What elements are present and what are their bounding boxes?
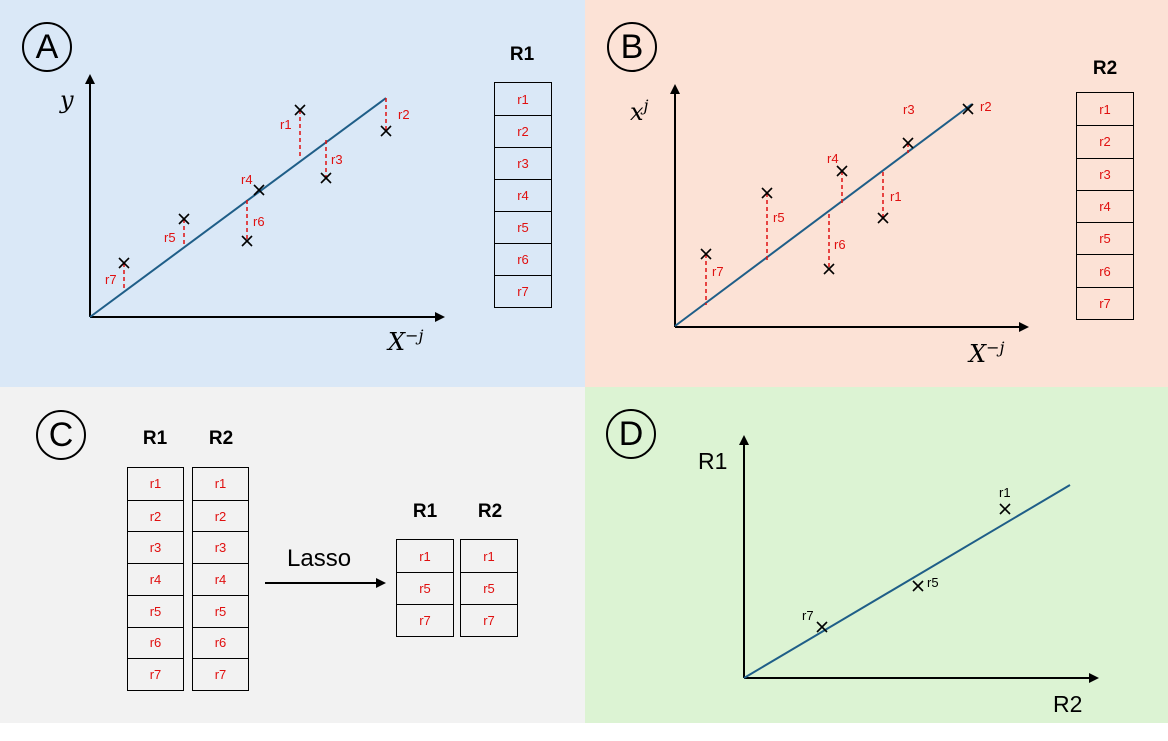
panel-c-left-r2-cell-r3: r3: [193, 531, 248, 563]
panel-c-left-r2-cell-r4: r4: [193, 563, 248, 595]
panel-a-table-cell-r6: r6: [495, 243, 551, 275]
panel-c-right-header-r2: R2: [477, 501, 503, 522]
panel-b-y-label-sup: j: [643, 96, 649, 115]
panel-c-left-r1-cell-r3: r3: [128, 531, 183, 563]
panel-c-left-r1-cell-r7: r7: [128, 658, 183, 690]
panel-a-x-label-base: X: [388, 328, 406, 356]
panel-d-y-label: R1: [698, 448, 728, 474]
panel-c-left-r1-cell-r1: r1: [149, 476, 162, 492]
panel-b-x-label-base: X: [969, 340, 987, 368]
panel-d-plot: [739, 435, 1099, 683]
panel-a-table-cell-r7: r7: [495, 275, 551, 307]
panel-c-left-r1-cell-r6: r6: [128, 626, 183, 659]
panel-d: D R1 R2: [585, 387, 1168, 723]
panel-a-y-label: y: [60, 86, 74, 114]
panel-c-left-r2-cell-r6: r6: [193, 626, 248, 659]
panel-c-right-r1-cell-r5: r5: [397, 572, 453, 604]
panel-c-right-header-r1: R1: [412, 501, 438, 522]
panel-a-table-cell-r2: r2: [495, 115, 551, 147]
panel-c-left-r1-cell-r4: r4: [128, 563, 183, 595]
panel-c-left-r1-cell-r5: r5: [128, 594, 183, 627]
panel-a-table-cell-r4: r4: [495, 179, 551, 211]
panel-c-arrow: [265, 578, 386, 588]
panel-b-table-cell-r3: r3: [1077, 157, 1133, 190]
panel-b-x-label-sup: −j: [986, 338, 1005, 357]
panel-b-table-cell-r1: r1: [1099, 101, 1111, 117]
panel-c-badge: C: [36, 410, 86, 460]
panel-c-right-r2-cell-r1: r1: [483, 548, 495, 564]
panel-b-table-cell-r2: r2: [1077, 125, 1133, 157]
panel-a-x-label-sup: −j: [405, 326, 424, 345]
panel-a-table-cell-r1: r1: [517, 91, 529, 107]
panel-a-x-label: X−j: [388, 326, 423, 356]
panel-c-left-r2-cell-r2: r2: [193, 499, 248, 532]
panel-a-table-cell-r3: r3: [495, 147, 551, 179]
panel-d-x-label: R2: [1053, 691, 1083, 717]
panel-c-lasso-label: Lasso: [287, 545, 352, 572]
panel-b-table-cell-r5: r5: [1077, 222, 1133, 254]
panel-b-table-cell-r7: r7: [1077, 286, 1133, 319]
panel-a-table-cell-r5: r5: [495, 211, 551, 243]
panel-a-badge: A: [22, 22, 72, 72]
panel-b-x-label: X−j: [969, 338, 1004, 368]
panel-c-right-r2-cell-r7: r7: [461, 604, 517, 636]
panel-c-right-r1-cell-r1: r1: [419, 548, 431, 564]
panel-c-left-r2-cell-r5: r5: [193, 594, 248, 627]
panel-c-left-r2-cell-r1: r1: [214, 476, 227, 492]
panel-c-left-header-r1: R1: [142, 428, 168, 449]
panel-a-table-title: R1: [509, 44, 535, 65]
panel-c-right-r1-cell-r7: r7: [397, 604, 453, 636]
panel-b-y-label-base: x: [630, 98, 644, 126]
panel-b-badge: B: [607, 22, 657, 72]
panel-c-left-r1-cell-r2: r2: [128, 499, 183, 532]
panel-d-badge: D: [606, 409, 656, 459]
panel-b-table-cell-r4: r4: [1077, 189, 1133, 222]
panel-b-table-title: R2: [1092, 58, 1118, 79]
panel-c-left-header-r2: R2: [208, 428, 234, 449]
panel-c-right-r2-cell-r5: r5: [461, 572, 517, 604]
panel-c-left-r2-cell-r7: r7: [193, 658, 248, 690]
panel-b-table-cell-r6: r6: [1077, 254, 1133, 286]
panel-b-y-label: xj: [630, 96, 649, 126]
